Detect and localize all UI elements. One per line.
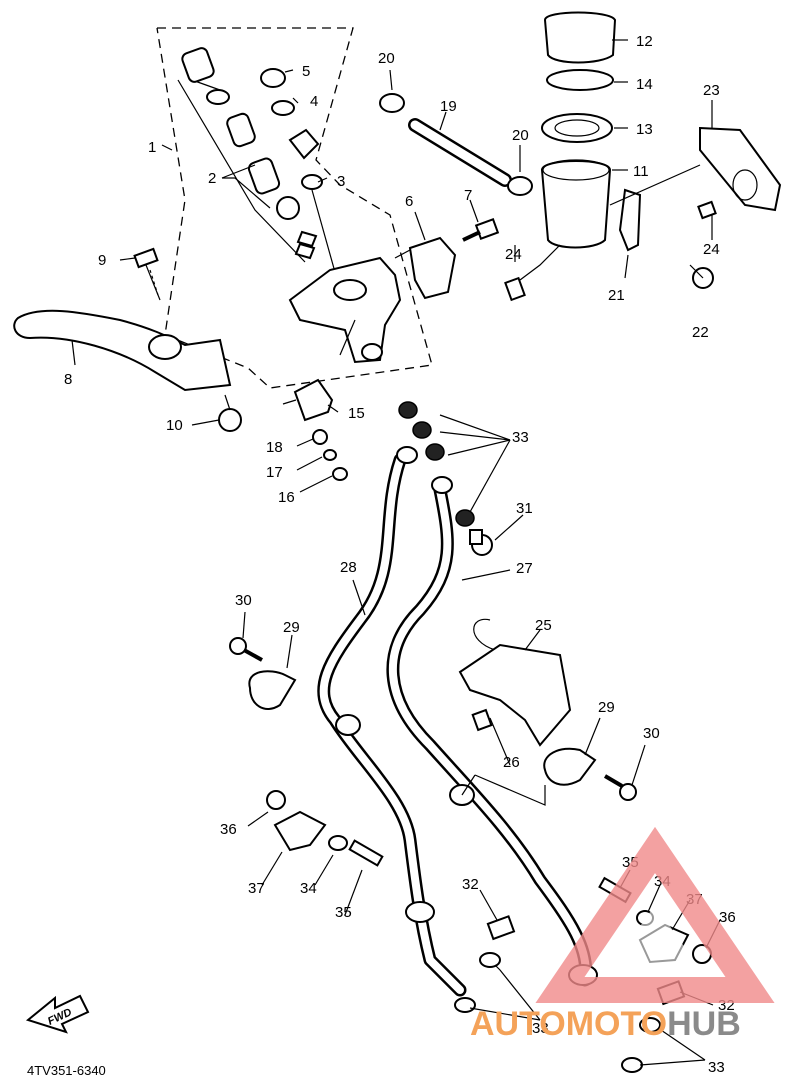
callout: 29 (598, 699, 615, 716)
brake-lever (13, 247, 232, 392)
brake-hose-27 (386, 483, 593, 987)
callout: 13 (636, 121, 653, 138)
callout: 16 (278, 489, 295, 506)
watermark-logo: AUTOMOTOHUB (470, 826, 775, 1043)
callout: 22 (692, 324, 709, 341)
callout: 18 (266, 439, 283, 456)
kit-boundary (156, 27, 433, 389)
callout: 36 (719, 909, 736, 926)
callout: 2 (208, 170, 216, 187)
bolt-7 (462, 218, 500, 242)
callout: 32 (462, 876, 479, 893)
callout: 3 (337, 173, 345, 190)
callout: 37 (248, 880, 265, 897)
callout: 15 (348, 405, 365, 422)
callout: 35 (335, 904, 352, 921)
clamp-29b (543, 747, 637, 801)
callout: 36 (220, 821, 237, 838)
fwd-arrow-icon: FWD (25, 994, 90, 1034)
callout: 24 (703, 241, 720, 258)
clamp-29a (229, 637, 297, 710)
callout: 10 (166, 417, 183, 434)
callout: 4 (310, 93, 318, 110)
callout: 33 (532, 1020, 549, 1037)
callout: 11 (633, 163, 649, 180)
watermark-triangle-icon (535, 826, 775, 1003)
callout: 17 (266, 464, 283, 481)
callout: 1 (148, 139, 156, 156)
reservoir-hose-19 (379, 93, 533, 196)
callout: 25 (535, 617, 552, 634)
nut-10 (218, 394, 242, 432)
bolt-24b (697, 200, 717, 220)
callout: 34 (300, 880, 317, 897)
watermark-word-2: MOTO (566, 1005, 667, 1043)
callout: 20 (512, 127, 529, 144)
callout: 21 (608, 287, 625, 304)
callout: 23 (703, 82, 720, 99)
callout: 33 (512, 429, 529, 446)
drawing-code: 4TV351-6340 (27, 1063, 106, 1078)
callout: 7 (464, 187, 472, 204)
callout: 31 (516, 500, 533, 517)
reservoir (504, 11, 617, 302)
svg-text:AUTOMOTOHUB: AUTOMOTOHUB (470, 1005, 741, 1043)
bracket-25 (458, 618, 572, 747)
washers-33 (398, 401, 661, 1073)
callout: 8 (64, 371, 72, 388)
watermark-word-3: HUB (667, 1005, 741, 1043)
callout-labels: 1 2 3 4 5 6 7 8 9 10 11 12 13 14 15 16 1… (64, 33, 736, 1076)
bleed-bolt-32a (486, 915, 516, 941)
holder-6 (394, 236, 457, 300)
callout: 26 (503, 754, 520, 771)
callout: 33 (708, 1059, 725, 1076)
callout: 12 (636, 33, 653, 50)
brake-hose-28 (317, 453, 467, 997)
callout: 29 (283, 619, 300, 636)
bolt-22 (689, 264, 714, 289)
callout: 24 (505, 246, 522, 263)
callout: 6 (405, 193, 413, 210)
callout: 19 (440, 98, 457, 115)
clamp-group-left (266, 790, 384, 867)
union-bolt-31 (469, 529, 493, 556)
switch-15 (282, 378, 334, 422)
piston-kit-parts (177, 47, 318, 263)
cover-23 (699, 126, 782, 212)
callout: 30 (235, 592, 252, 609)
callout: 28 (340, 559, 357, 576)
callout: 30 (643, 725, 660, 742)
callout: 9 (98, 252, 106, 269)
callout: 5 (302, 63, 310, 80)
bracket-21 (609, 164, 701, 252)
small-parts-16-18 (312, 429, 348, 481)
watermark-word-1: AUTO (470, 1005, 566, 1043)
callout: 14 (636, 76, 653, 93)
callout: 20 (378, 50, 395, 67)
callout: 27 (516, 560, 533, 577)
master-cylinder-body (288, 256, 402, 364)
